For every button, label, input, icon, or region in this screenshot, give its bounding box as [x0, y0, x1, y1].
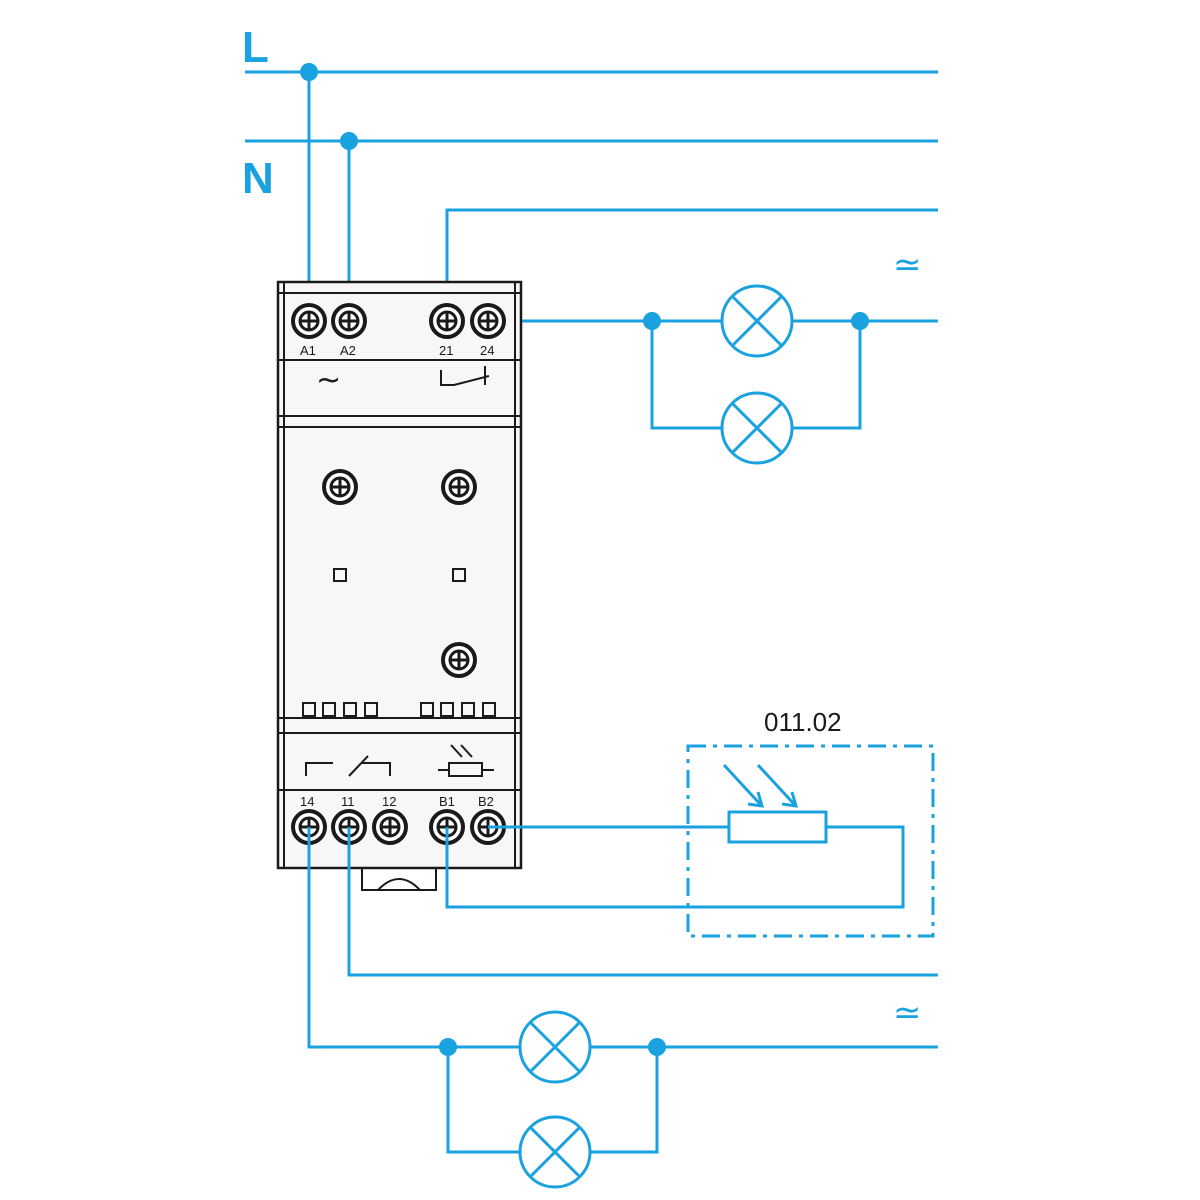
terminal-label-11: 11	[341, 794, 355, 809]
wire-lamp-branch	[650, 321, 722, 430]
screw-terminal-icon	[372, 809, 408, 845]
adjustment-knob-icon	[441, 642, 477, 678]
screw-terminal-icon	[291, 303, 327, 339]
screw-terminal-icon	[331, 303, 367, 339]
dip-switches	[302, 702, 496, 717]
live-line-label: L	[242, 23, 269, 72]
terminal-label-a2: A2	[340, 343, 356, 358]
terminal-label-21: 21	[439, 343, 453, 358]
terminal-label-b1: B1	[439, 794, 455, 809]
terminal-label-24: 24	[480, 343, 494, 358]
ac-symbol-top: ≃	[893, 245, 922, 285]
adjustment-knob-icon	[441, 469, 477, 505]
terminal-label-a1: A1	[300, 343, 316, 358]
sine-wave-icon: ~	[316, 363, 341, 398]
wire-lamp-branch	[591, 1047, 659, 1154]
sensor-reference: 011.02	[764, 707, 842, 737]
terminal-label-12: 12	[382, 794, 396, 809]
lamp-icon	[518, 1010, 592, 1084]
contact-icon	[305, 755, 391, 777]
wire-11	[347, 827, 938, 977]
adjustment-knob-icon	[322, 469, 358, 505]
din-clip	[361, 868, 437, 891]
relay-device: A1 A2 21 24 ~	[276, 280, 523, 891]
wire-lamp-branch	[793, 321, 862, 430]
led-indicator	[452, 568, 466, 582]
terminal-label-14: 14	[300, 794, 314, 809]
sensor-enclosure	[686, 744, 935, 938]
led-indicator	[333, 568, 347, 582]
wire-lamp-branch	[446, 1047, 520, 1154]
device-housing	[276, 280, 523, 870]
lamp-icon	[720, 284, 794, 358]
wire-b1	[445, 825, 905, 909]
lamp-icon	[518, 1115, 592, 1189]
neutral-line-label: N	[242, 154, 274, 203]
ac-symbol-bottom: ≃	[893, 993, 922, 1033]
lamp-icon	[720, 391, 794, 465]
screw-terminal-icon	[429, 303, 465, 339]
light-sensor-icon	[722, 763, 828, 844]
contact-icon	[440, 366, 490, 386]
terminal-label-b2: B2	[478, 794, 494, 809]
light-sensor-icon	[438, 744, 494, 777]
screw-terminal-icon	[470, 303, 506, 339]
